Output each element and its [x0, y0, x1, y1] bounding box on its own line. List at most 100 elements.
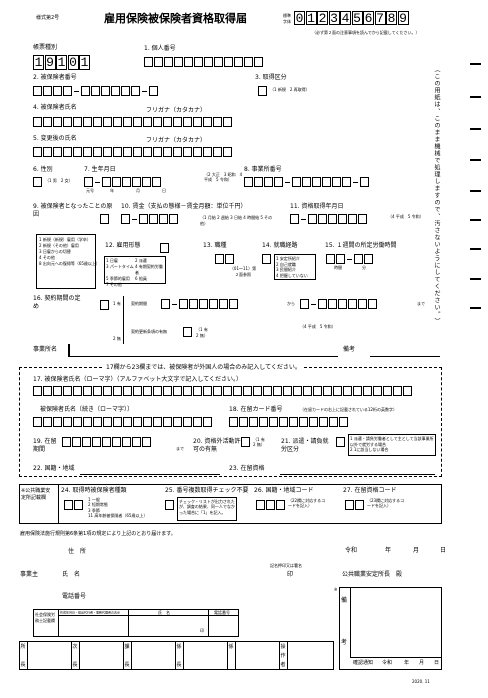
roman-name-cont-cell[interactable]: [143, 417, 152, 427]
roman-name-cont-cell[interactable]: [43, 417, 52, 427]
insured-number-cell[interactable]: [91, 86, 100, 96]
roman-name-cont-cell[interactable]: [73, 417, 82, 427]
roman-name-cell[interactable]: [263, 386, 272, 396]
dispatch-type-input[interactable]: [336, 437, 346, 447]
changed-name-cell[interactable]: [213, 147, 222, 157]
changed-name-cell[interactable]: [173, 147, 182, 157]
roman-name-input[interactable]: [33, 386, 413, 396]
acquisition-date-cell[interactable]: [318, 214, 327, 224]
office-number-cell[interactable]: [302, 177, 311, 187]
insured-name-cell[interactable]: [93, 117, 102, 127]
roman-name-cell[interactable]: [363, 386, 372, 396]
contract-end-input[interactable]: [300, 299, 378, 309]
roman-name-cont-cell[interactable]: [133, 417, 142, 427]
insured-number-cell[interactable]: [63, 86, 72, 96]
changed-name-cell[interactable]: [103, 147, 112, 157]
insured-name-cell[interactable]: [143, 117, 152, 127]
roman-name-cell[interactable]: [393, 386, 402, 396]
insured-name-cell[interactable]: [123, 117, 132, 127]
roman-name-cell[interactable]: [293, 386, 302, 396]
residence-period-cell[interactable]: [102, 437, 111, 447]
insured-type-input[interactable]: [64, 500, 84, 510]
roman-name-cell[interactable]: [233, 386, 242, 396]
roman-name-cell[interactable]: [283, 386, 292, 396]
weekly-hours-input[interactable]: [326, 254, 374, 264]
roman-name-cell[interactable]: [103, 386, 112, 396]
wage-cell[interactable]: [169, 214, 178, 224]
changed-name-cell[interactable]: [143, 147, 152, 157]
residence-card-cell[interactable]: [289, 417, 298, 427]
insured-name-cell[interactable]: [163, 117, 172, 127]
roman-name-cell[interactable]: [253, 386, 262, 396]
personal-number-cell[interactable]: [144, 57, 153, 67]
contract-end-cell[interactable]: [318, 299, 327, 309]
roman-name-cont-input[interactable]: [33, 417, 213, 427]
status-code-input[interactable]: [345, 500, 365, 510]
job-route-input[interactable]: [262, 254, 272, 264]
roman-name-cell[interactable]: [123, 386, 132, 396]
changed-name-cell[interactable]: [153, 147, 162, 157]
office-number-cell[interactable]: [322, 177, 331, 187]
roman-name-cell[interactable]: [273, 386, 282, 396]
roman-name-cell[interactable]: [403, 386, 412, 396]
insured-name-cell[interactable]: [193, 117, 202, 127]
roman-name-cont-cell[interactable]: [33, 417, 42, 427]
insured-number-cell[interactable]: [121, 86, 130, 96]
birthdate-cell[interactable]: [102, 177, 111, 187]
residence-card-cell[interactable]: [259, 417, 268, 427]
changed-name-cell[interactable]: [63, 147, 72, 157]
residence-period-cell[interactable]: [82, 437, 91, 447]
office-number-cell[interactable]: [254, 177, 263, 187]
insured-name-cell[interactable]: [63, 117, 72, 127]
changed-name-cell[interactable]: [93, 147, 102, 157]
nationality-code-input[interactable]: [256, 500, 286, 510]
personal-number-cell[interactable]: [174, 57, 183, 67]
acquisition-date-cell[interactable]: [348, 214, 357, 224]
roman-name-cont-cell[interactable]: [103, 417, 112, 427]
renewal-clause-input[interactable]: [183, 327, 193, 337]
roman-name-cell[interactable]: [353, 386, 362, 396]
office-number-cell[interactable]: [244, 177, 253, 187]
insured-name-cell[interactable]: [53, 117, 62, 127]
residence-period-cell[interactable]: [62, 437, 71, 447]
roman-name-cell[interactable]: [303, 386, 312, 396]
residence-card-cell[interactable]: [319, 417, 328, 427]
roman-name-cell[interactable]: [93, 386, 102, 396]
personal-number-cell[interactable]: [184, 57, 193, 67]
contract-end-cell[interactable]: [300, 299, 309, 309]
residence-card-input[interactable]: [229, 417, 349, 427]
acquisition-date-cell[interactable]: [328, 214, 337, 224]
contract-start-cell[interactable]: [179, 299, 188, 309]
office-number-cell[interactable]: [360, 177, 369, 187]
office-number-cell[interactable]: [342, 177, 351, 187]
residence-card-cell[interactable]: [309, 417, 318, 427]
personal-number-input[interactable]: [144, 57, 264, 67]
wage-input[interactable]: [121, 214, 179, 224]
changed-name-cell[interactable]: [223, 147, 232, 157]
changed-name-cell[interactable]: [123, 147, 132, 157]
acquisition-date-cell[interactable]: [308, 214, 317, 224]
roman-name-cell[interactable]: [373, 386, 382, 396]
roman-name-cell[interactable]: [243, 386, 252, 396]
residence-card-cell[interactable]: [239, 417, 248, 427]
personal-number-cell[interactable]: [234, 57, 243, 67]
office-number-cell[interactable]: [292, 177, 301, 187]
office-number-cell[interactable]: [274, 177, 283, 187]
birthdate-cell[interactable]: [152, 177, 161, 187]
roman-name-cell[interactable]: [193, 386, 202, 396]
insured-name-cell[interactable]: [173, 117, 182, 127]
insured-name-cell[interactable]: [83, 117, 92, 127]
changed-name-cell[interactable]: [43, 147, 52, 157]
personal-number-cell[interactable]: [224, 57, 233, 67]
roman-name-cont-cell[interactable]: [53, 417, 62, 427]
acquisition-date-cell[interactable]: [338, 214, 347, 224]
insured-name-cell[interactable]: [43, 117, 52, 127]
contract-end-cell[interactable]: [338, 299, 347, 309]
residence-period-cell[interactable]: [142, 437, 151, 447]
insured-name-cell[interactable]: [103, 117, 112, 127]
roman-name-cell[interactable]: [203, 386, 212, 396]
office-number-cell[interactable]: [312, 177, 321, 187]
changed-name-cell[interactable]: [203, 147, 212, 157]
personal-number-cell[interactable]: [194, 57, 203, 67]
residence-card-cell[interactable]: [299, 417, 308, 427]
